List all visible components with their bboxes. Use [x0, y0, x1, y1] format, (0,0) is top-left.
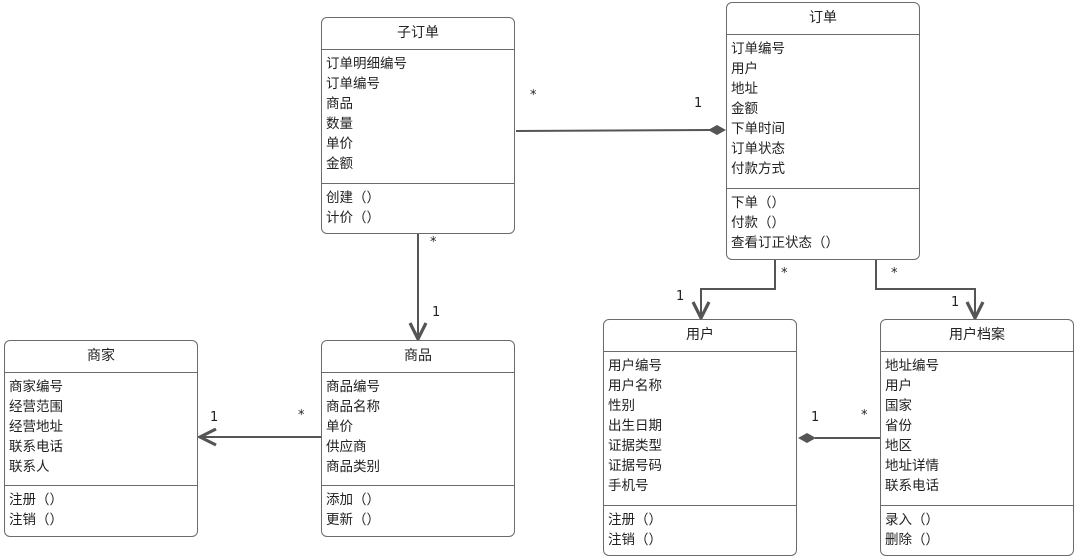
- attribute: 手机号: [608, 478, 649, 494]
- method: 查看订正状态（）: [731, 235, 839, 251]
- multiplicity-label: 1: [951, 295, 960, 310]
- method: 下单（）: [731, 195, 785, 211]
- multiplicity-label: *: [861, 408, 868, 423]
- class-title: 商品: [322, 341, 514, 373]
- attribute: 供应商: [326, 439, 367, 455]
- multiplicity-label: 1: [676, 289, 685, 304]
- multiplicity-label: 1: [432, 305, 441, 320]
- method: 录入（）: [885, 512, 939, 528]
- methods-section: 录入（） 删除（）: [881, 505, 1073, 554]
- attribute: 商品名称: [326, 399, 380, 415]
- order-profile-association-line: [875, 260, 975, 318]
- methods-section: 创建（） 计价（）: [322, 183, 514, 232]
- attribute: 用户编号: [608, 358, 662, 374]
- suborder-order-composition-line: [515, 129, 711, 132]
- attribute: 经营范围: [9, 399, 63, 415]
- class-box-user-profile[interactable]: 用户档案 地址编号 用户 国家 省份 地区 地址详情 联系电话 录入（） 删除（…: [880, 319, 1074, 556]
- class-title: 用户档案: [881, 320, 1073, 352]
- attribute: 联系人: [9, 459, 50, 475]
- methods-section: 下单（） 付款（） 查看订正状态（）: [727, 188, 919, 257]
- order-user-association-line: [701, 260, 776, 318]
- attributes-section: 订单编号 用户 地址 金额 下单时间 订单状态 付款方式: [727, 35, 919, 188]
- class-title: 子订单: [322, 18, 514, 50]
- multiplicity-label: 1: [811, 410, 820, 425]
- attribute: 金额: [731, 101, 758, 117]
- method: 注册（）: [9, 492, 63, 508]
- attributes-section: 商家编号 经营范围 经营地址 联系电话 联系人: [5, 373, 197, 485]
- attribute: 性别: [608, 398, 635, 414]
- attribute: 商家编号: [9, 379, 63, 395]
- multiplicity-label: 1: [694, 96, 703, 111]
- attribute: 商品: [326, 96, 353, 112]
- multiplicity-label: 1: [210, 410, 219, 425]
- attributes-section: 订单明细编号 订单编号 商品 数量 单价 金额: [322, 50, 514, 183]
- attribute: 下单时间: [731, 121, 785, 137]
- multiplicity-label: *: [298, 408, 305, 423]
- attribute: 订单编号: [326, 76, 380, 92]
- attribute: 商品编号: [326, 379, 380, 395]
- attribute: 出生日期: [608, 418, 662, 434]
- multiplicity-label: *: [530, 88, 537, 103]
- attribute: 数量: [326, 116, 353, 132]
- attribute: 地址详情: [885, 458, 939, 474]
- attribute: 订单明细编号: [326, 56, 407, 72]
- method: 创建（）: [326, 190, 380, 206]
- attribute: 地区: [885, 438, 912, 454]
- suborder-order-diamond-icon: [708, 125, 726, 135]
- attribute: 证据类型: [608, 438, 662, 454]
- class-box-user[interactable]: 用户 用户编号 用户名称 性别 出生日期 证据类型 证据号码 手机号 注册（） …: [603, 319, 797, 556]
- attribute: 单价: [326, 419, 353, 435]
- attribute: 省份: [885, 418, 912, 434]
- method: 注销（）: [608, 532, 662, 548]
- attribute: 金额: [326, 156, 353, 172]
- attribute: 用户名称: [608, 378, 662, 394]
- attribute: 单价: [326, 136, 353, 152]
- attribute: 联系电话: [885, 478, 939, 494]
- methods-section: 添加（） 更新（）: [322, 485, 514, 534]
- attribute: 商品类别: [326, 459, 380, 475]
- class-box-product[interactable]: 商品 商品编号 商品名称 单价 供应商 商品类别 添加（） 更新（）: [321, 340, 515, 537]
- class-box-suborder[interactable]: 子订单 订单明细编号 订单编号 商品 数量 单价 金额 创建（） 计价（）: [321, 17, 515, 234]
- methods-section: 注册（） 注销（）: [604, 505, 796, 554]
- class-title: 用户: [604, 320, 796, 352]
- method: 计价（）: [326, 210, 380, 226]
- profile-user-diamond-icon: [798, 433, 816, 443]
- multiplicity-label: *: [430, 235, 437, 250]
- attribute: 地址: [731, 81, 758, 97]
- attributes-section: 用户编号 用户名称 性别 出生日期 证据类型 证据号码 手机号: [604, 352, 796, 505]
- method: 删除（）: [885, 532, 939, 548]
- method: 添加（）: [326, 492, 380, 508]
- attribute: 经营地址: [9, 419, 63, 435]
- class-title: 商家: [5, 341, 197, 373]
- class-box-merchant[interactable]: 商家 商家编号 经营范围 经营地址 联系电话 联系人 注册（） 注销（）: [4, 340, 198, 537]
- class-title: 订单: [727, 3, 919, 35]
- attribute: 用户: [731, 61, 758, 77]
- attribute: 国家: [885, 398, 912, 414]
- multiplicity-label: *: [781, 266, 788, 281]
- attribute: 付款方式: [731, 161, 785, 177]
- multiplicity-label: *: [891, 266, 898, 281]
- attribute: 用户: [885, 378, 912, 394]
- attribute: 订单编号: [731, 41, 785, 57]
- attribute: 订单状态: [731, 141, 785, 157]
- methods-section: 注册（） 注销（）: [5, 485, 197, 534]
- method: 注销（）: [9, 512, 63, 528]
- attribute: 地址编号: [885, 358, 939, 374]
- attributes-section: 商品编号 商品名称 单价 供应商 商品类别: [322, 373, 514, 485]
- method: 注册（）: [608, 512, 662, 528]
- class-box-order[interactable]: 订单 订单编号 用户 地址 金额 下单时间 订单状态 付款方式 下单（） 付款（…: [726, 2, 920, 260]
- attribute: 联系电话: [9, 439, 63, 455]
- attributes-section: 地址编号 用户 国家 省份 地区 地址详情 联系电话: [881, 352, 1073, 505]
- method: 付款（）: [731, 215, 785, 231]
- method: 更新（）: [326, 512, 380, 528]
- attribute: 证据号码: [608, 458, 662, 474]
